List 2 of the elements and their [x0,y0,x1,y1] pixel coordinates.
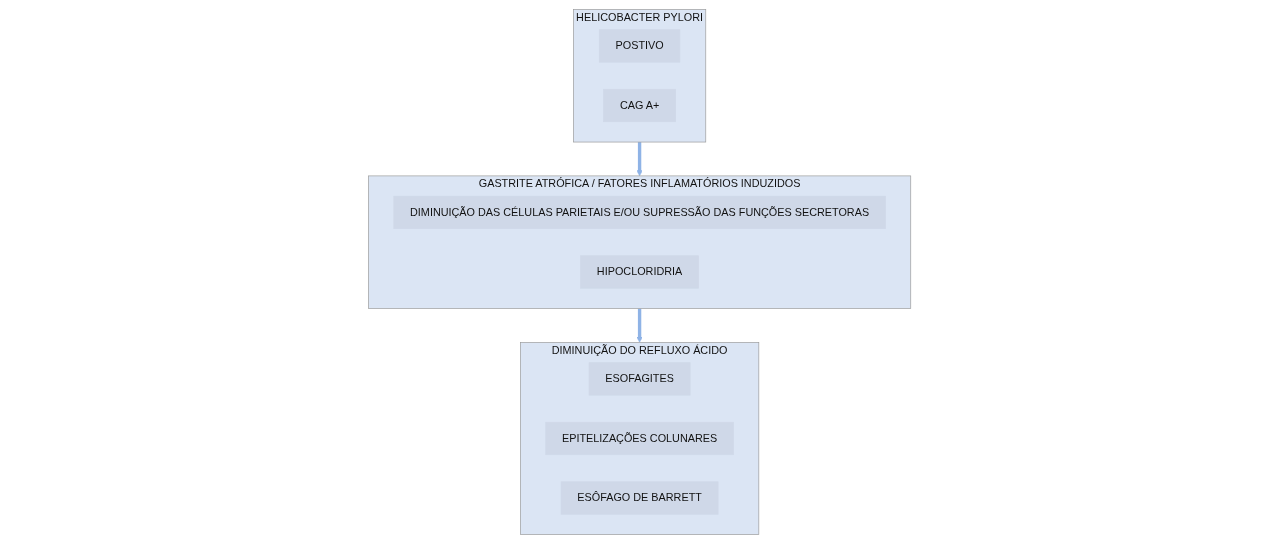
arrow [637,308,643,343]
arrow [637,142,643,177]
